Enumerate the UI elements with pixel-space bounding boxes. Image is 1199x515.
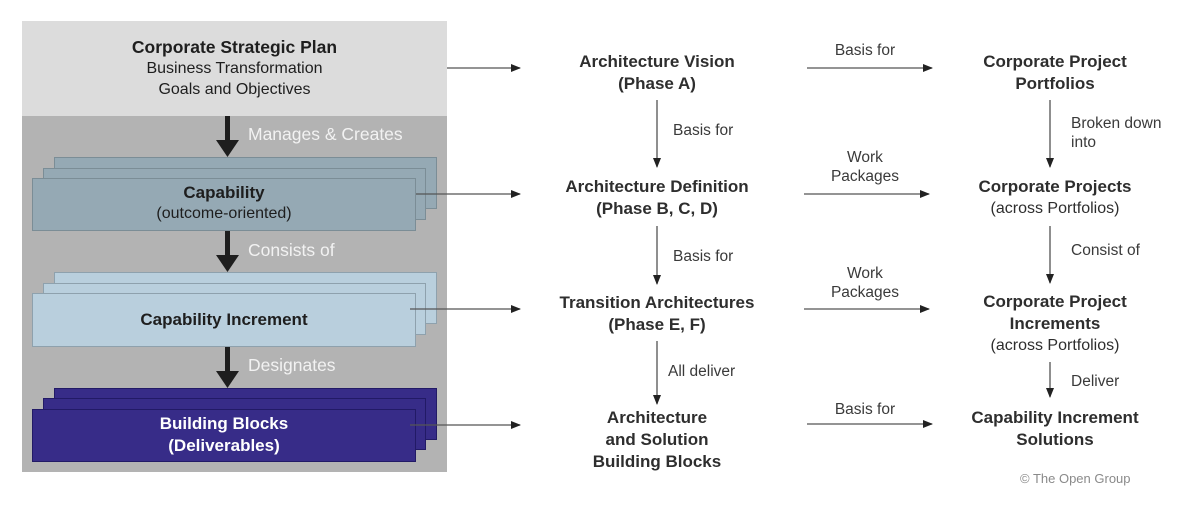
corporate-projects-line1: Corporate Projects — [978, 177, 1132, 196]
project-increments-line1: Corporate Project — [983, 292, 1127, 311]
relation-manages-creates: Manages & Creates — [248, 124, 403, 144]
project-increments-node: Corporate Project Increments (across Por… — [930, 291, 1180, 356]
strategic-plan-block: Corporate Strategic Plan Business Transf… — [22, 37, 447, 100]
edge-label-increments-solutions: Deliver — [1071, 373, 1120, 390]
edge-label-transition-blocks: All deliver — [668, 363, 736, 380]
edge-label-projects-increments: Consist of — [1071, 242, 1140, 259]
project-portfolios-node: Corporate Project Portfolios — [930, 51, 1180, 95]
capability-subtitle: (outcome-oriented) — [156, 205, 292, 222]
edge-label-definition-projects-line2: Packages — [830, 168, 900, 185]
solution-building-blocks-line1: Architecture — [606, 408, 708, 427]
edge-label-transition-increments-line2: Packages — [830, 284, 900, 301]
architecture-vision-line2: (Phase A) — [618, 74, 696, 93]
capability-title: Capability — [183, 183, 265, 202]
project-portfolios-line1: Corporate Project — [983, 52, 1127, 71]
project-increments-line2: Increments — [1009, 314, 1101, 333]
project-increments-line3: (across Portfolios) — [990, 337, 1120, 354]
transition-architectures-line1: Transition Architectures — [559, 293, 755, 312]
capability-increment-box: Capability Increment — [32, 293, 416, 347]
solution-building-blocks-node: Architecture and Solution Building Block… — [507, 407, 807, 473]
solution-building-blocks-line3: Building Blocks — [592, 452, 722, 471]
building-blocks-title: Building Blocks — [159, 414, 289, 433]
edge-label-transition-increments-line1: Work — [847, 265, 883, 282]
capability-increment-solutions-node: Capability Increment Solutions — [930, 407, 1180, 451]
architecture-vision-line1: Architecture Vision — [579, 52, 735, 71]
architecture-definition-line2: (Phase B, C, D) — [596, 199, 718, 218]
capability-increment-solutions-line1: Capability Increment — [971, 408, 1139, 427]
edge-label-vision-definition: Basis for — [673, 122, 734, 139]
edge-label-portfolios-projects-line2: into — [1071, 134, 1096, 151]
edge-label-definition-projects-line1: Work — [847, 149, 883, 166]
arrow-manages-creates — [216, 116, 239, 157]
copyright-notice: © The Open Group — [1020, 471, 1131, 486]
project-portfolios-line2: Portfolios — [1015, 74, 1095, 93]
building-blocks-box: Building Blocks (Deliverables) — [32, 409, 416, 462]
edge-label-vision-portfolios: Basis for — [834, 42, 896, 59]
edge-label-portfolios-projects-line1: Broken down — [1071, 115, 1162, 132]
arrow-consists-of — [216, 231, 239, 272]
building-blocks-subtitle: (Deliverables) — [168, 436, 280, 455]
capability-increment-solutions-line2: Solutions — [1016, 430, 1094, 449]
edge-label-definition-transition: Basis for — [673, 248, 734, 265]
corporate-projects-line2: (across Portfolios) — [990, 200, 1120, 217]
solution-building-blocks-line2: and Solution — [605, 430, 709, 449]
arrow-designates — [216, 347, 239, 388]
strategic-plan-line1: Business Transformation — [146, 60, 323, 77]
edge-label-portfolios-projects: Broken down into — [1071, 114, 1161, 152]
strategic-plan-title: Corporate Strategic Plan — [131, 37, 338, 57]
transition-architectures-node: Transition Architectures (Phase E, F) — [507, 292, 807, 336]
architecture-vision-node: Architecture Vision (Phase A) — [507, 51, 807, 95]
corporate-projects-node: Corporate Projects (across Portfolios) — [930, 176, 1180, 219]
architecture-definition-node: Architecture Definition (Phase B, C, D) — [507, 176, 807, 220]
relation-consists-of: Consists of — [248, 240, 335, 260]
edge-label-definition-projects: Work Packages — [805, 148, 925, 186]
strategic-plan-line2: Goals and Objectives — [158, 81, 311, 98]
capability-box: Capability (outcome-oriented) — [32, 178, 416, 231]
strategic-plan-panel — [22, 21, 447, 116]
transition-architectures-line2: (Phase E, F) — [608, 315, 706, 334]
edge-label-transition-increments: Work Packages — [805, 264, 925, 302]
architecture-definition-line1: Architecture Definition — [565, 177, 749, 196]
relation-designates: Designates — [248, 355, 336, 375]
capability-increment-title: Capability Increment — [140, 310, 308, 329]
edge-label-blocks-solutions: Basis for — [834, 401, 896, 418]
